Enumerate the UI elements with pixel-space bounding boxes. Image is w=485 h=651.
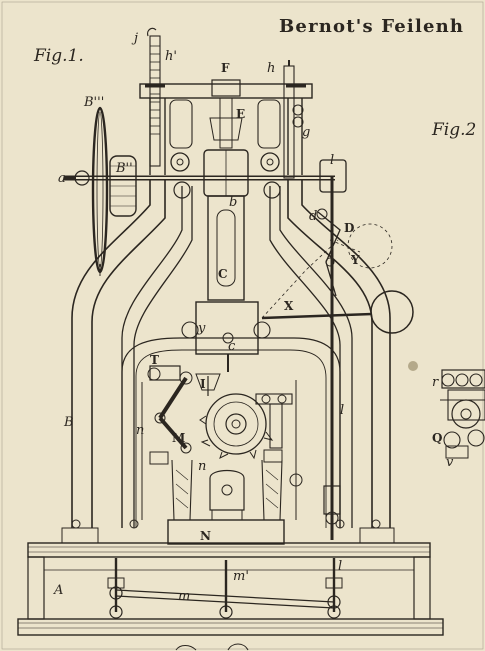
part-label-m: m — [178, 589, 191, 604]
part-label-Y: Y — [351, 253, 360, 267]
part-label-A: A — [54, 583, 64, 598]
part-label-c: c — [228, 339, 236, 354]
part-label-y: y — [198, 321, 206, 336]
part-label-B-triple-prime: B''' — [84, 95, 105, 110]
part-label-I: I — [200, 377, 206, 391]
part-label-d: d — [309, 209, 318, 224]
weighted-lever — [261, 223, 414, 334]
part-label-D: D — [344, 221, 355, 235]
part-label-h-prime: h' — [165, 49, 177, 64]
main-frame — [71, 180, 391, 529]
flywheel — [64, 106, 137, 274]
figure-2-label: Fig.2 — [432, 120, 477, 140]
part-label-a: a — [58, 171, 66, 186]
part-label-l-top: l — [330, 153, 335, 168]
treadle-linkage — [107, 558, 343, 619]
part-label-h: h — [267, 61, 276, 76]
cutter-mechanism — [147, 365, 293, 460]
connecting-rod-l — [316, 159, 347, 540]
part-label-Q: Q — [432, 431, 443, 445]
part-label-N: N — [200, 529, 211, 543]
part-label-E: E — [236, 107, 246, 121]
part-label-v: v — [446, 455, 454, 470]
part-label-r: r — [432, 375, 439, 390]
bottom-fragment — [175, 643, 249, 651]
part-label-B: B — [64, 415, 74, 430]
part-label-T: T — [150, 353, 159, 367]
plate-title: Bernot's Feilenh — [279, 16, 465, 37]
part-label-j: j — [134, 31, 139, 46]
part-label-B-double-prime: B'' — [116, 161, 133, 176]
part-label-g: g — [302, 125, 311, 140]
part-label-l-low: l — [338, 559, 343, 574]
central-ram — [181, 195, 271, 372]
right-rod — [283, 60, 304, 179]
anvil-block — [141, 380, 303, 545]
part-label-m-prime: m' — [233, 569, 249, 584]
part-label-M: M — [172, 431, 186, 445]
part-label-l-mid: l — [340, 403, 345, 418]
figure-1-label: Fig.1. — [34, 46, 84, 66]
part-label-n-left: n — [136, 423, 145, 438]
part-label-F: F — [221, 61, 230, 75]
fig2-fragment — [408, 361, 485, 459]
part-label-b: b — [229, 195, 238, 210]
ratchet-bar — [147, 27, 161, 167]
part-label-n-low: n — [198, 459, 207, 474]
part-label-C: C — [218, 267, 228, 281]
part-label-X: X — [284, 299, 294, 313]
